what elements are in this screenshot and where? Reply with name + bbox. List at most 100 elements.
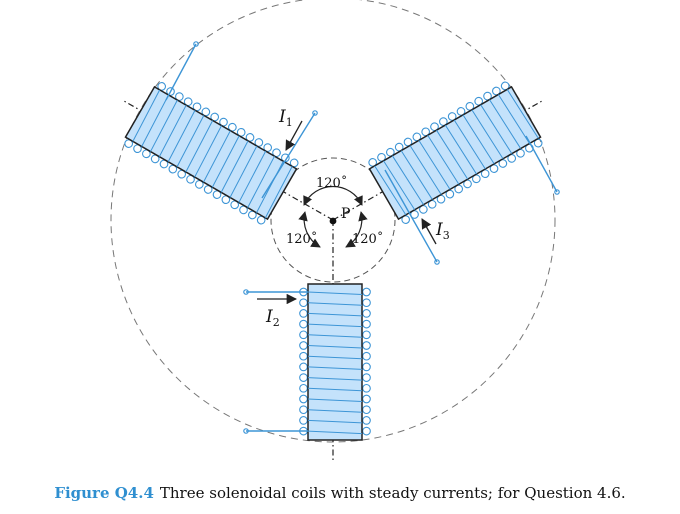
coil-2-loop (299, 373, 308, 382)
coil-2-winding (307, 312, 363, 317)
coil-3-winding (391, 155, 424, 205)
coil-2-loop (299, 341, 308, 350)
coil-1-winding (203, 130, 231, 183)
coil-1-lead-inner (261, 112, 316, 199)
coil-1-winding (229, 145, 258, 198)
coil-2-loop (362, 341, 371, 350)
angle-arc-top (303, 185, 363, 206)
coil-1-winding (220, 140, 249, 193)
coil-1-lead-outer (165, 43, 197, 101)
coil-3-winding (374, 165, 407, 216)
coil-2-winding (307, 419, 363, 424)
coil-2-loop (362, 351, 371, 361)
caption-text: Three solenoidal coils with steady curre… (159, 484, 626, 502)
coil-2-loop (299, 394, 308, 404)
coil-1-winding (264, 166, 293, 219)
coil-2-loop (299, 309, 308, 318)
coil-2-windings (307, 291, 363, 435)
coil-1-lead-outer-end (193, 41, 199, 47)
coil-3-winding (462, 114, 495, 165)
coil-3-winding (436, 129, 469, 180)
coil-1-winding (185, 120, 214, 173)
coil-2-loop (299, 416, 308, 425)
coil-2-loop (299, 330, 308, 340)
coil-2-loop (299, 383, 308, 393)
angle-arc-left (298, 211, 321, 248)
coil-1-winding (247, 155, 275, 208)
coil-2-winding (307, 366, 363, 370)
angle-label-left: 120˚ (286, 231, 317, 247)
coil-2-winding (307, 409, 363, 413)
coil-3-lead-inner (384, 169, 438, 263)
coil-2-winding (307, 323, 363, 328)
coil-1-winding (141, 94, 169, 147)
coil-2-winding (307, 302, 363, 306)
coil-1-winding (158, 104, 187, 157)
coil-3-lead-outer-end (554, 189, 560, 195)
coil-2-winding (307, 387, 363, 392)
coil-1-windings (132, 89, 293, 219)
coil-3-winding (453, 119, 486, 170)
coil-2-winding (307, 398, 363, 402)
coil-2-loop (299, 319, 308, 329)
coil-1-winding (167, 110, 196, 162)
coil-2-loop (299, 351, 308, 361)
coil-2-loop (362, 309, 371, 318)
current-1-label: I1 (278, 107, 293, 129)
coil-3-winding (506, 89, 539, 139)
current-1-arrow (285, 120, 303, 151)
coil-2-winding (307, 430, 363, 435)
angle-label-top: 120˚ (316, 175, 347, 191)
coil-3-winding (400, 150, 433, 200)
coil-1-winding (238, 150, 267, 203)
coil-2-loop (299, 298, 308, 308)
coil-2-winding (307, 334, 363, 338)
coil-3-winding (471, 109, 504, 160)
coil-3-lead-inner-end (434, 259, 440, 265)
coil-2-loop (299, 405, 308, 415)
coil-2-loop (362, 426, 371, 436)
coil-2-loop (362, 416, 371, 425)
coil-2-loop (299, 362, 308, 372)
coil-3 (368, 81, 543, 224)
coil-3-winding (427, 135, 460, 185)
point-p-label: P (341, 206, 350, 222)
coil-3-winding (489, 99, 522, 149)
solenoid-diagram: I1 I2 I3 P 120˚ 120˚ 120˚ (110, 0, 560, 463)
coil-3-winding (418, 140, 451, 190)
coil-3-winding (497, 94, 530, 144)
angle-label-right: 120˚ (352, 231, 383, 247)
coil-3-winding (480, 104, 513, 154)
coil-2-winding (307, 377, 363, 381)
coil-1-winding (194, 125, 222, 178)
inner-dashed-circle (270, 157, 396, 283)
coil-2-winding (307, 345, 363, 349)
coil-1-lead-inner-end (312, 110, 318, 116)
coil-3-winding (444, 124, 477, 175)
figure-caption: Figure Q4.4 Three solenoidal coils with s… (0, 484, 680, 502)
coil-2-lead-bottom-end (243, 428, 249, 434)
coil-1-winding (150, 99, 178, 152)
coil-2-loop (362, 373, 371, 382)
coil-2-winding (307, 291, 363, 295)
coil-1 (124, 82, 299, 225)
diagram-canvas: I1 I2 I3 P 120˚ 120˚ 120˚ (110, 0, 560, 463)
coil-2-loop (362, 405, 371, 415)
coil-1-winding (176, 115, 205, 168)
coil-1-body (124, 85, 298, 221)
coil-1-winding (132, 89, 161, 142)
coil-3-windings (374, 89, 539, 216)
angle-arc-right (345, 211, 368, 248)
coil-2-loop (362, 319, 371, 329)
coil-2-loop (362, 362, 371, 372)
coil-2-loop (362, 287, 371, 297)
coil-2-loop (362, 330, 371, 340)
caption-tag: Figure Q4.4 (54, 484, 154, 502)
coil-3-lead-outer (525, 135, 558, 193)
current-2-label: I2 (265, 307, 280, 329)
coil-3-winding (409, 145, 442, 195)
coil-3-body (368, 85, 542, 221)
coil-2-loop (362, 383, 371, 393)
point-p-dot (329, 217, 337, 225)
coil-2 (243, 283, 371, 441)
